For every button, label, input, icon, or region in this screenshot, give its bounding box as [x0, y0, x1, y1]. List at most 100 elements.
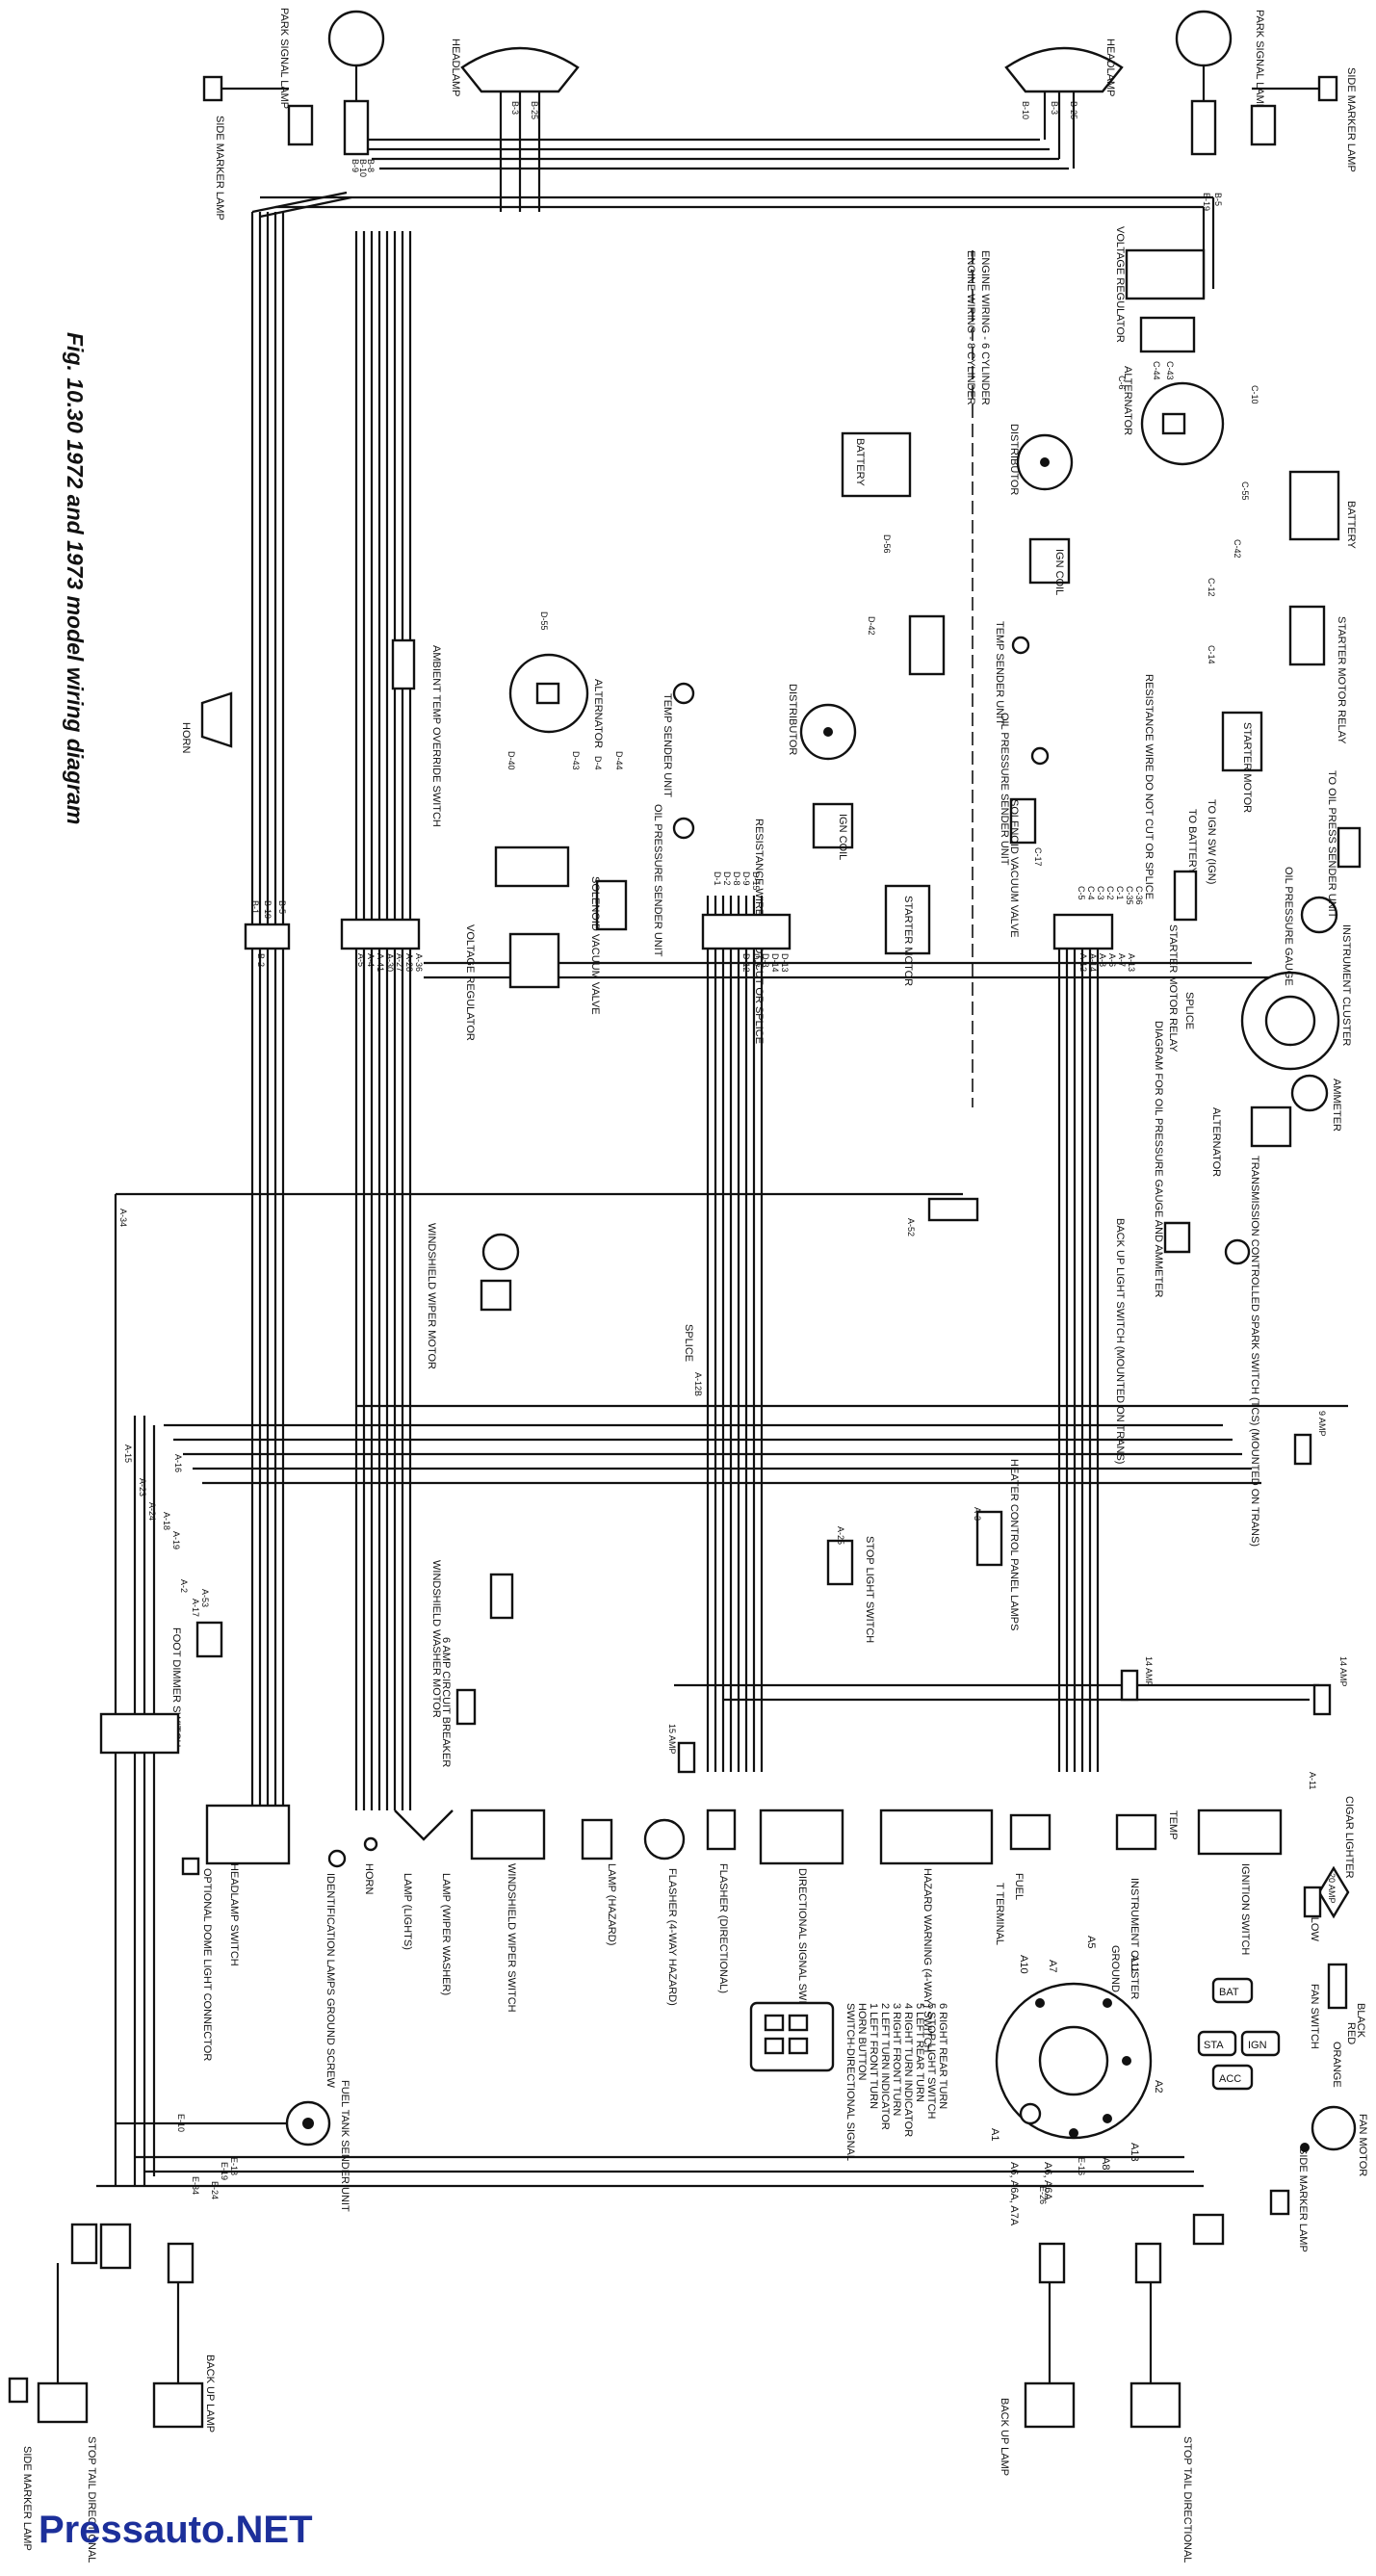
wire-code: D-42 [867, 616, 876, 636]
backup-lamp-right-label: BACK UP LAMP [999, 2398, 1010, 2476]
switch-legend-item: 5 STOP LIGHT SWITCH [925, 2003, 937, 2119]
starter-motor-left-label: STARTER MOTOR [902, 896, 914, 986]
directional-signal-switch: DIRECTIONAL SIGNAL SWITCH [759, 1808, 844, 2025]
heater-control-panel: HEATER CONTROL PANEL LAMPS [975, 1459, 1020, 1630]
splice-mid-label: SPLICE [683, 1324, 694, 1362]
wire-code: D-12 [741, 953, 751, 973]
optional-dome-light-label: OPTIONAL DOME LIGHT CONNECTOR [201, 1868, 213, 2061]
wire-code: D-4 [593, 756, 603, 770]
transmission-switch: BACK UP LIGHT SWITCH (MOUNTED ON TRANS) … [927, 1156, 1260, 1547]
wire-code: C-43 [1165, 361, 1175, 380]
flasher-directional-label: FLASHER (DIRECTIONAL) [717, 1863, 729, 1993]
fan-wire-color: RED [1345, 2022, 1357, 2044]
headlamp-right-label: HEADLAMP [1104, 39, 1116, 97]
alternator-right: ALTERNATOR [1122, 366, 1225, 466]
wire-codes: B-8 B-10 B-9 B-3 B-25 B-19 B-5 B-1 B-2 B… [118, 101, 1317, 2204]
ambient-temp-switch: AMBIENT TEMP OVERRIDE SWITCH [391, 638, 442, 827]
wire-code: A-53 [200, 1589, 210, 1607]
circuit-breaker-label: 6 AMP CIRCUIT BREAKER [440, 1637, 452, 1767]
wire-code: A-36 [414, 953, 424, 972]
far-left-harness [114, 1194, 156, 2186]
cluster-terminal: A11 [1129, 1955, 1140, 1973]
park-signal-lamp-right: PARK SIGNAL LAMP [1175, 10, 1265, 156]
rear-lamps-right: SIDE MARKER LAMP BACK UP LAMP STOP TAIL … [999, 2147, 1309, 2563]
park-signal-lamp-left: PARK SIGNAL LAMP [278, 8, 385, 156]
wire-code: D-13 [780, 953, 790, 973]
wire-code: B-25 [1069, 101, 1078, 119]
flasher-hazard: FLASHER (4-WAY HAZARD) [643, 1818, 686, 2006]
wire-code: D-1 [713, 872, 722, 886]
engine-wiring-8-label: ENGINE WIRING - 8 CYLINDER [965, 250, 976, 405]
headlamp-left: HEADLAMP [450, 39, 580, 212]
ignition-terminal: BAT [1219, 1987, 1239, 1998]
hazard-warning-switch: HAZARD WARNING (4-WAY) SWITCH [879, 1808, 994, 2053]
ignition-switch: IGNITION SWITCH [1197, 1808, 1283, 1955]
diagram-title: Fig. 10.30 1972 and 1973 model wiring di… [63, 332, 88, 824]
wire-code: A-25 [836, 1526, 845, 1545]
cluster-terminal: A1 [989, 2128, 1000, 2141]
ignition-terminal: ACC [1219, 2073, 1241, 2085]
heater-control-panel-label: HEATER CONTROL PANEL LAMPS [1008, 1459, 1020, 1630]
wire-code: C-35 [1125, 886, 1134, 905]
sender-units-right: TEMP SENDER UNIT OIL PRESSURE SENDER UNI… [994, 621, 1155, 938]
wire-code: A-3 [973, 1507, 982, 1521]
wire-code: A-19 [171, 1531, 181, 1549]
cluster-diagram: A10 A7 A5 A11 A1 A2 A13 A8 A6, A6A A6, A… [989, 1936, 1164, 2226]
watermark-text: Pressauto.NET [39, 2509, 313, 2551]
wire-code: C-14 [1207, 645, 1216, 664]
lamp-lights: LAMP (LIGHTS) LAMP (WIPER WASHER) [394, 1809, 454, 1995]
voltage-regulator-right-label: VOLTAGE REGULATOR [1114, 226, 1126, 343]
alternator-left: ALTERNATOR [508, 653, 604, 748]
left-main-harness [250, 191, 352, 1810]
solenoid-vacuum-valve-left-label: SOLENOID VACUUM VALVE [589, 876, 601, 1015]
starter-motor-relay-right-label: STARTER MOTOR RELAY [1336, 616, 1347, 744]
cluster-terminal: A2 [1153, 2080, 1164, 2093]
switch-legend-item: 6 RIGHT REAR TURN [937, 2003, 948, 2109]
wire-code: E-24 [210, 2181, 220, 2199]
wire-code: E-34 [191, 2176, 200, 2195]
identification-lamps: IDENTIFICATION LAMPS GROUND SCREW [325, 1849, 347, 2088]
fuses: 9 AMP 14 AMP 14 AMP 15 AMP 20 AMP [667, 1411, 1348, 1918]
wire-code: A-30 [385, 953, 395, 972]
distributor-right: DISTRIBUTOR [1008, 424, 1074, 495]
fuel-tank-sender-label: FUEL TANK SENDER UNIT [339, 2080, 350, 2212]
splice-right-label: SPLICE [1183, 992, 1195, 1029]
ign-coil-right-label: IGN COIL [1053, 549, 1065, 595]
ign-coil-right: IGN COIL [1028, 537, 1071, 595]
ignition-switch-label: IGNITION SWITCH [1239, 1863, 1251, 1955]
wire-code: A-52 [906, 1218, 916, 1236]
wire-code: C-10 [1250, 385, 1259, 404]
wire-code: D-56 [882, 534, 892, 554]
wire-code: C-44 [1152, 361, 1161, 380]
windshield-wiper-switch-label: WINDSHIELD WIPER SWITCH [506, 1863, 517, 2013]
side-marker-lamp-left-label: SIDE MARKER LAMP [214, 116, 225, 221]
ammeter-label: AMMETER [1331, 1079, 1342, 1132]
wire-code: D-2 [722, 872, 732, 886]
lamp-hazard: LAMP (HAZARD) [581, 1818, 617, 1945]
switch-legend-item: HORN BUTTON [856, 2003, 868, 2081]
side-marker-lamp-rear-right-label: SIDE MARKER LAMP [1297, 2147, 1309, 2252]
switch-legend: SWITCH-DIRECTIONAL SIGNAL HORN BUTTON 1 … [749, 2001, 948, 2161]
starter-motor-left: STARTER MOTOR [884, 884, 931, 986]
wire-code: A-12B [693, 1372, 703, 1396]
fan-wire-color: ORANGE [1331, 2042, 1342, 2088]
wire-code: E-16 [1077, 2157, 1086, 2175]
wire-code: D-44 [614, 751, 624, 770]
wire-code: A-14 [1088, 953, 1098, 972]
temp-gauge-label: TEMP [1167, 1810, 1179, 1840]
side-marker-lamp-right: SIDE MARKER LAMP [1250, 67, 1357, 172]
alternator-small-label: ALTERNATOR [1210, 1107, 1222, 1177]
ignition-terminal: IGN [1248, 2040, 1267, 2051]
diagram-oil-gauge-label: DIAGRAM FOR OIL PRESSURE GAUGE AND AMMET… [1153, 1021, 1164, 1298]
lamp-wiper-washer-label: LAMP (WIPER WASHER) [440, 1873, 452, 1995]
horizontal-runs [96, 961, 1348, 2188]
voltage-regulator-right: VOLTAGE REGULATOR [1114, 226, 1206, 353]
wire-code: C-1 [1115, 886, 1125, 900]
dash-connector [99, 1712, 180, 1755]
wire-code: B-9 [350, 159, 360, 172]
wire-code: D-15 [751, 872, 761, 891]
switch-legend-item: 3 RIGHT FRONT TURN [891, 2003, 902, 2116]
windshield-wiper-motor-label: WINDSHIELD WIPER MOTOR [426, 1223, 437, 1369]
alternator-left-label: ALTERNATOR [592, 679, 604, 748]
